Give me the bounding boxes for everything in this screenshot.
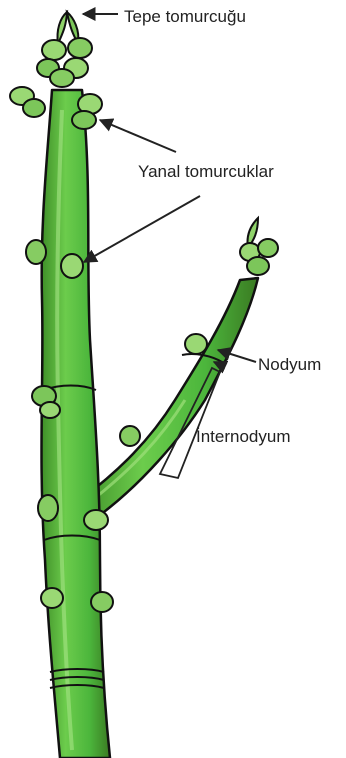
side-branch xyxy=(80,278,258,515)
branch-lateral-bud xyxy=(120,426,140,446)
lateral-bud-upper-left xyxy=(10,87,45,117)
internode-label: İnternodyum xyxy=(196,427,291,446)
lateral-bud-arrow-2 xyxy=(84,196,200,262)
node-label: Nodyum xyxy=(258,355,321,374)
terminal-bud-label: Tepe tomurcuğu xyxy=(124,7,246,26)
lateral-bud-arrow-1 xyxy=(100,120,176,152)
branch-terminal-bud xyxy=(240,218,278,275)
terminal-bud xyxy=(37,12,92,87)
main-stem xyxy=(41,90,110,758)
lateral-buds-label: Yanal tomurcuklar xyxy=(138,162,274,181)
